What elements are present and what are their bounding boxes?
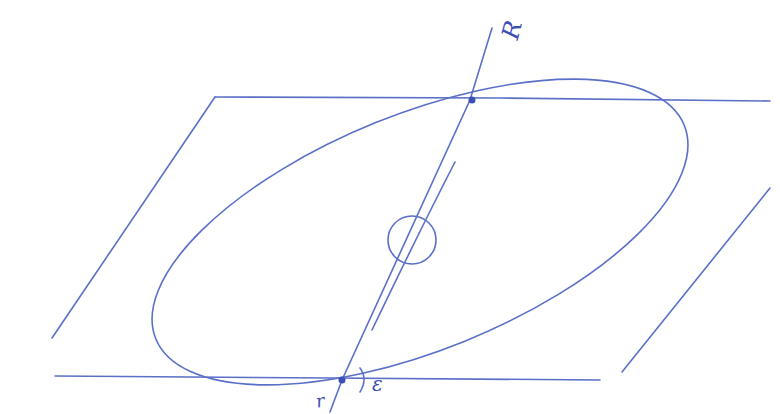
crossing-curve	[372, 162, 455, 330]
ellipse-curve	[112, 16, 729, 414]
plane-left-edge	[52, 97, 215, 338]
point-top	[469, 97, 476, 104]
axis-line	[330, 28, 492, 412]
angle-arc	[360, 368, 364, 392]
point-bottom	[339, 377, 346, 384]
math-label: ε	[372, 374, 383, 394]
small-circle	[388, 216, 436, 264]
plane-top-edge	[215, 97, 770, 101]
plane-right-edge	[622, 188, 770, 372]
math-label: R	[498, 18, 526, 42]
math-label: r	[315, 391, 327, 410]
